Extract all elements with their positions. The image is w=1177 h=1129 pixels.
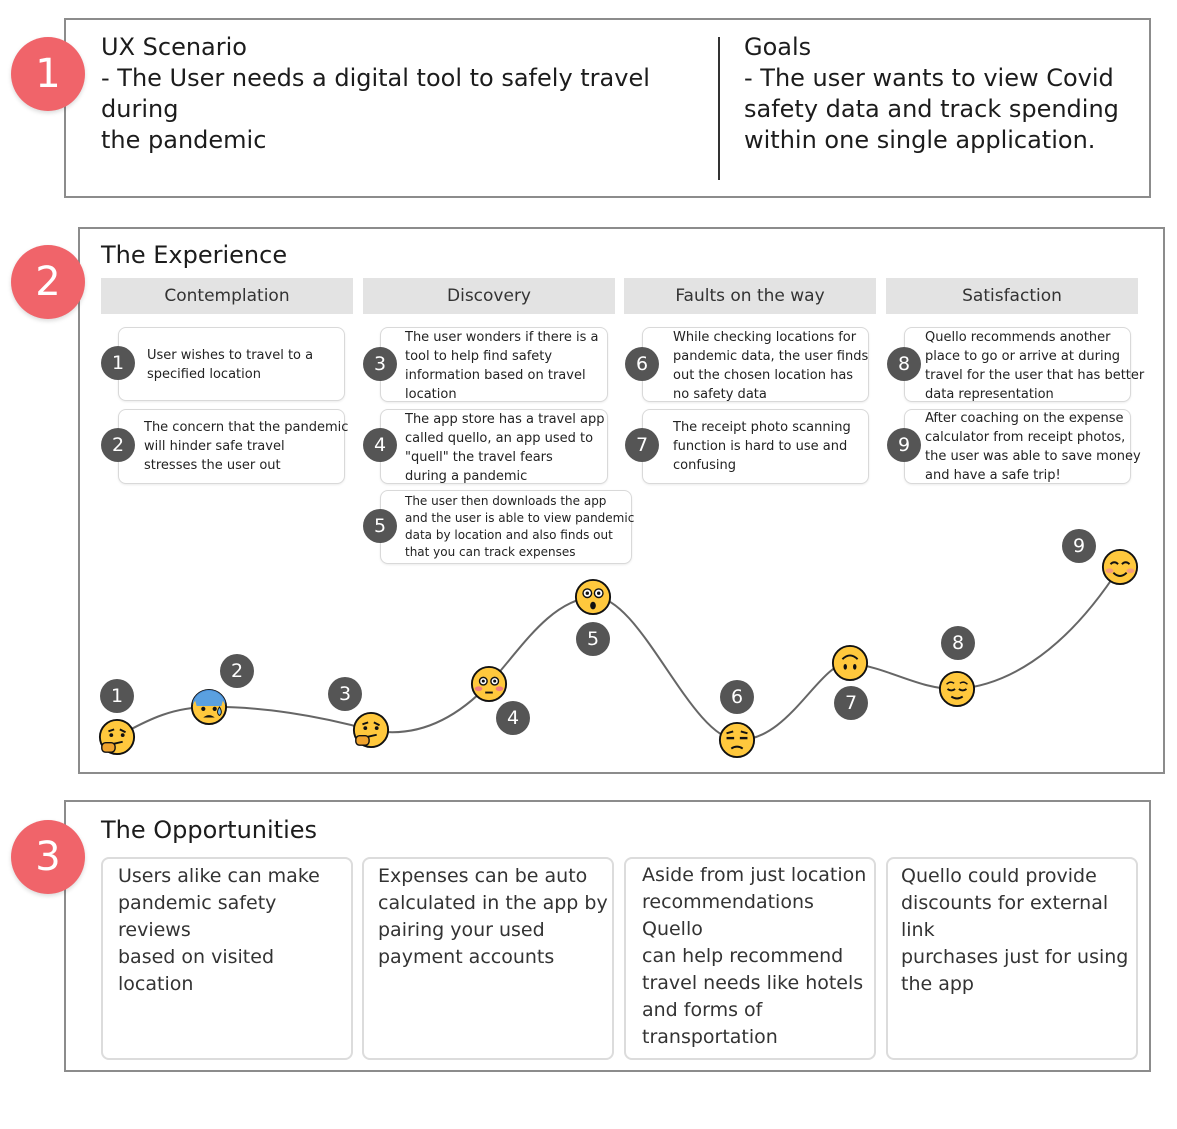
step-card-3 (380, 327, 608, 402)
section-number-3: 3 (11, 820, 85, 894)
stage-discovery: Discovery (363, 278, 615, 314)
journey-badge-4: 4 (496, 701, 530, 735)
journey-badge-1: 1 (100, 679, 134, 713)
journey-badge-6: 6 (720, 680, 754, 714)
thinking-face-icon (98, 718, 136, 756)
step-badge-2: 2 (101, 428, 135, 462)
step-badge-8: 8 (887, 347, 921, 381)
step-text-8: Quello recommends another place to go or… (925, 330, 1145, 402)
step-text-7: The receipt photo scanning function is h… (673, 420, 851, 473)
opportunity-text-2: Expenses can be auto calculated in the a… (378, 865, 608, 968)
step-badge-1: 1 (101, 346, 135, 380)
step-card-7 (642, 409, 869, 484)
step-card-4 (380, 409, 608, 484)
step-card-8 (904, 327, 1131, 402)
step-badge-3: 3 (363, 347, 397, 381)
step-card-9 (904, 409, 1131, 484)
opportunity-card-1 (101, 857, 353, 1060)
opportunity-text-3: Aside from just location recommendations… (642, 864, 867, 1048)
step-text-1: User wishes to travel to a specified loc… (147, 348, 314, 382)
journey-line (116, 566, 1121, 742)
ux-scenario-text: UX Scenario - The User needs a digital t… (101, 33, 650, 154)
stage-faults: Faults on the way (624, 278, 876, 314)
upside-down-face-icon (831, 644, 869, 682)
step-text-6: While checking locations for pandemic da… (673, 330, 869, 402)
opportunity-card-2 (362, 857, 614, 1060)
journey-badge-2: 2 (220, 654, 254, 688)
step-badge-9: 9 (887, 428, 921, 462)
step-card-1 (118, 327, 345, 401)
step-text-3: The user wonders if there is a tool to h… (405, 330, 599, 402)
thinking-face-icon (352, 711, 390, 749)
step-badge-4: 4 (363, 428, 397, 462)
stage-contemplation: Contemplation (101, 278, 353, 314)
stage-satisfaction: Satisfaction (886, 278, 1138, 314)
step-badge-7: 7 (625, 428, 659, 462)
anxious-sweat-face-icon (190, 688, 228, 726)
step-card-5 (380, 490, 632, 564)
step-text-4: The app store has a travel app called qu… (405, 412, 605, 484)
step-text-2: The concern that the pandemic will hinde… (144, 420, 349, 473)
step-card-2 (118, 409, 345, 484)
astonished-face-icon (574, 578, 612, 616)
smiling-face-icon (1101, 548, 1139, 586)
step-badge-6: 6 (625, 347, 659, 381)
step-text-9: After coaching on the expense calculator… (925, 411, 1141, 483)
journey-badge-9: 9 (1062, 529, 1096, 563)
scenario-panel (64, 18, 1151, 198)
opportunity-text-4: Quello could provide discounts for exter… (901, 865, 1129, 995)
scenario-goals-divider (718, 37, 720, 180)
section-number-2: 2 (11, 245, 85, 319)
journey-badge-7: 7 (834, 686, 868, 720)
journey-badge-3: 3 (328, 677, 362, 711)
opportunity-card-4 (886, 857, 1138, 1060)
journey-badge-8: 8 (941, 626, 975, 660)
relieved-face-icon (938, 670, 976, 708)
opportunity-card-3 (624, 857, 876, 1060)
unamused-face-icon (718, 721, 756, 759)
opportunities-title: The Opportunities (101, 816, 318, 844)
goals-text: Goals - The user wants to view Covid saf… (744, 33, 1119, 154)
journey-badge-5: 5 (576, 622, 610, 656)
step-badge-5: 5 (363, 509, 397, 543)
opportunity-text-1: Users alike can make pandemic safety rev… (118, 865, 320, 995)
experience-title: The Experience (101, 241, 288, 269)
flushed-face-icon (470, 665, 508, 703)
section-number-1: 1 (11, 37, 85, 111)
step-text-5: The user then downloads the app and the … (405, 494, 635, 559)
step-card-6 (642, 327, 869, 402)
